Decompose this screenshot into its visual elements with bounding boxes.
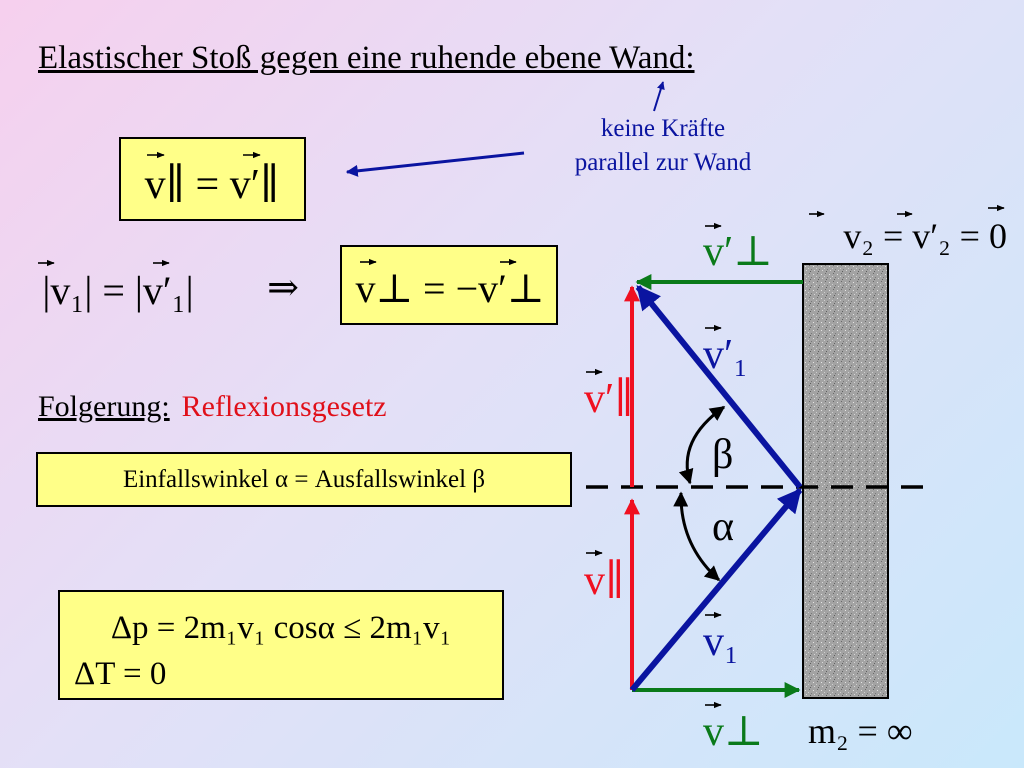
alpha-angle-arc xyxy=(673,491,721,582)
reflection-law-text: Einfallswinkel α = Ausfallswinkel β xyxy=(122,466,486,493)
eq-energy-transfer: ΔT = 0 xyxy=(74,656,166,692)
conclusion-value: Reflexionsgesetz xyxy=(181,390,387,423)
momentum-energy-box xyxy=(58,590,504,700)
parallel-equation-box xyxy=(119,137,306,221)
conclusion: Folgerung: Reflexionsgesetz xyxy=(38,390,387,424)
label-v-perp-out: v′⊥ xyxy=(703,229,773,275)
v1-in-arrow xyxy=(629,488,803,692)
formula-vector-arrows xyxy=(38,151,1005,709)
label-v-perp-in: v⊥ xyxy=(703,709,764,755)
beta-angle-arc xyxy=(678,405,726,485)
eq-momentum-transfer: Δp = 2m₁v₁ cosα ≤ 2m₁v₁ xyxy=(111,610,451,646)
slide-title: Elastischer Stoß gegen eine ruhende eben… xyxy=(38,40,695,76)
label-alpha: α xyxy=(712,504,734,550)
label-v-parallel-in: v∥ xyxy=(584,558,624,604)
label-v1-in: v₁ xyxy=(703,619,739,665)
eq-magnitude-equality: |v₁| = |v′₁| xyxy=(42,268,193,313)
label-v-parallel-out: v′∥ xyxy=(584,376,634,422)
label-beta: β xyxy=(712,432,733,478)
eq-wall-mass: m₂ = ∞ xyxy=(808,711,913,751)
conclusion-label: Folgerung: xyxy=(38,390,170,423)
annotation-line-2: parallel zur Wand xyxy=(574,149,752,176)
wall xyxy=(802,263,889,699)
annotation-pointer-arrow xyxy=(345,151,525,177)
implies-arrow: ⇒ xyxy=(267,267,299,309)
eq-perpendicular-velocity: v⊥ = −v′⊥ xyxy=(355,266,544,311)
v1-out-arrow xyxy=(635,285,803,489)
eq-parallel-velocity: v∥ = v′∥ xyxy=(145,162,280,208)
annotation-line-1: keine Kräfte xyxy=(600,115,726,142)
eq-wall-velocity: v₂ = v′₂ = 0 xyxy=(843,216,1007,256)
annotation-no-parallel-forces: keine Kräfte parallel zur Wand xyxy=(528,112,798,180)
reflection-law-box: Einfallswinkel α = Ausfallswinkel β xyxy=(36,452,572,507)
perpendicular-equation-box xyxy=(340,245,558,325)
label-v1-out: v′₁ xyxy=(703,332,748,378)
annotation-title-arrow xyxy=(653,81,665,112)
